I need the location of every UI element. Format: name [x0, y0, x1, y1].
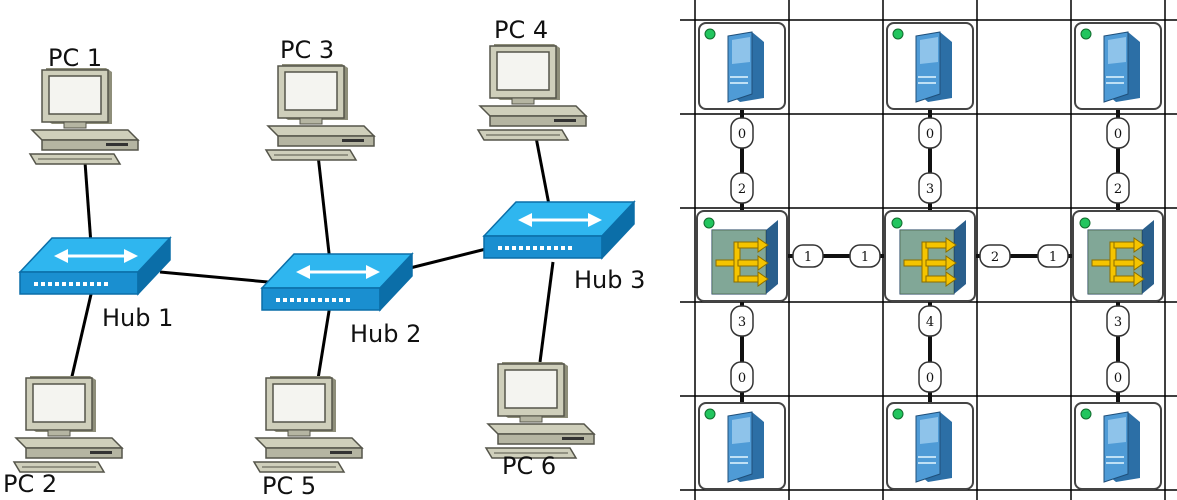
link-pc4-hub3 — [533, 131, 552, 211]
pc4-label: PC 4 — [494, 16, 548, 44]
port-label: 3 — [738, 315, 746, 330]
server-bottom-right-icon[interactable] — [1074, 402, 1162, 490]
server-bottom-mid-icon[interactable] — [886, 402, 974, 490]
port-label: 0 — [1114, 127, 1122, 142]
router-right-icon[interactable] — [1072, 210, 1164, 302]
port-badge[interactable] — [918, 361, 942, 393]
port-label: 1 — [1049, 250, 1057, 265]
pc5-label: PC 5 — [262, 472, 316, 500]
port-label: 1 — [861, 250, 869, 265]
port-label: 2 — [991, 250, 999, 265]
hub2-network-hub-icon — [260, 252, 414, 312]
port-badge[interactable] — [1106, 361, 1130, 393]
port-label: 0 — [738, 371, 746, 386]
port-label: 0 — [738, 127, 746, 142]
port-badge[interactable] — [730, 361, 754, 393]
link-pc3-hub2 — [316, 154, 332, 263]
link-hub1-hub2 — [159, 270, 269, 284]
server-top-mid-icon[interactable] — [886, 22, 974, 110]
left-network-diagram: PC 1 PC 2 PC 3 PC 4 PC 5 PC 6 Hub 1 Hub … — [3, 16, 645, 500]
port-badge[interactable] — [849, 244, 881, 268]
router-mid-icon[interactable] — [884, 210, 976, 302]
link-pc2-hub1 — [68, 289, 94, 386]
port-labels: 0 2 0 3 0 2 1 1 2 1 3 0 4 0 3 0 — [738, 127, 1122, 386]
port-badge[interactable] — [918, 305, 942, 337]
port-label: 3 — [1114, 315, 1122, 330]
pc6-desktop-icon — [485, 361, 595, 459]
pc4-desktop-icon — [477, 43, 587, 141]
port-badge[interactable] — [979, 244, 1011, 268]
hub3-network-hub-icon — [482, 200, 636, 260]
port-badge[interactable] — [730, 117, 754, 149]
link-hub2-hub3 — [409, 246, 491, 270]
port-badge[interactable] — [730, 172, 754, 204]
hub2-label: Hub 2 — [350, 320, 421, 348]
port-badge[interactable] — [1037, 244, 1069, 268]
pc3-desktop-icon — [265, 63, 375, 161]
left-links — [68, 131, 555, 386]
hub3-label: Hub 3 — [574, 266, 645, 294]
pc2-desktop-icon — [13, 375, 123, 473]
pc6-label: PC 6 — [502, 452, 556, 480]
server-top-right-icon[interactable] — [1074, 22, 1162, 110]
link-pc5-hub2 — [315, 304, 332, 386]
pc2-label: PC 2 — [3, 470, 57, 498]
pc1-desktop-icon — [29, 67, 139, 165]
port-badge[interactable] — [1106, 305, 1130, 337]
port-badge[interactable] — [918, 172, 942, 204]
port-label: 2 — [1114, 182, 1122, 197]
right-grid-diagram: 0 2 0 3 0 2 1 1 2 1 3 0 4 0 3 0 — [680, 0, 1177, 500]
pc1-label: PC 1 — [48, 44, 102, 72]
port-label: 2 — [738, 182, 746, 197]
port-badges — [730, 117, 1130, 393]
hub1-label: Hub 1 — [102, 304, 173, 332]
router-left-icon[interactable] — [696, 210, 788, 302]
port-badge[interactable] — [792, 244, 824, 268]
link-pc6-hub3 — [538, 261, 555, 363]
hub1-network-hub-icon — [18, 236, 172, 296]
pc5-desktop-icon — [253, 375, 363, 473]
server-bottom-left-icon[interactable] — [698, 402, 786, 490]
port-badge[interactable] — [730, 305, 754, 337]
port-label: 1 — [804, 250, 812, 265]
port-badge[interactable] — [1106, 117, 1130, 149]
port-label: 0 — [926, 371, 934, 386]
port-label: 4 — [926, 315, 934, 330]
port-badge[interactable] — [918, 117, 942, 149]
server-top-left-icon[interactable] — [698, 22, 786, 110]
port-label: 0 — [926, 127, 934, 142]
pc3-label: PC 3 — [280, 36, 334, 64]
port-label: 3 — [926, 182, 934, 197]
port-label: 0 — [1114, 371, 1122, 386]
port-badge[interactable] — [1106, 172, 1130, 204]
